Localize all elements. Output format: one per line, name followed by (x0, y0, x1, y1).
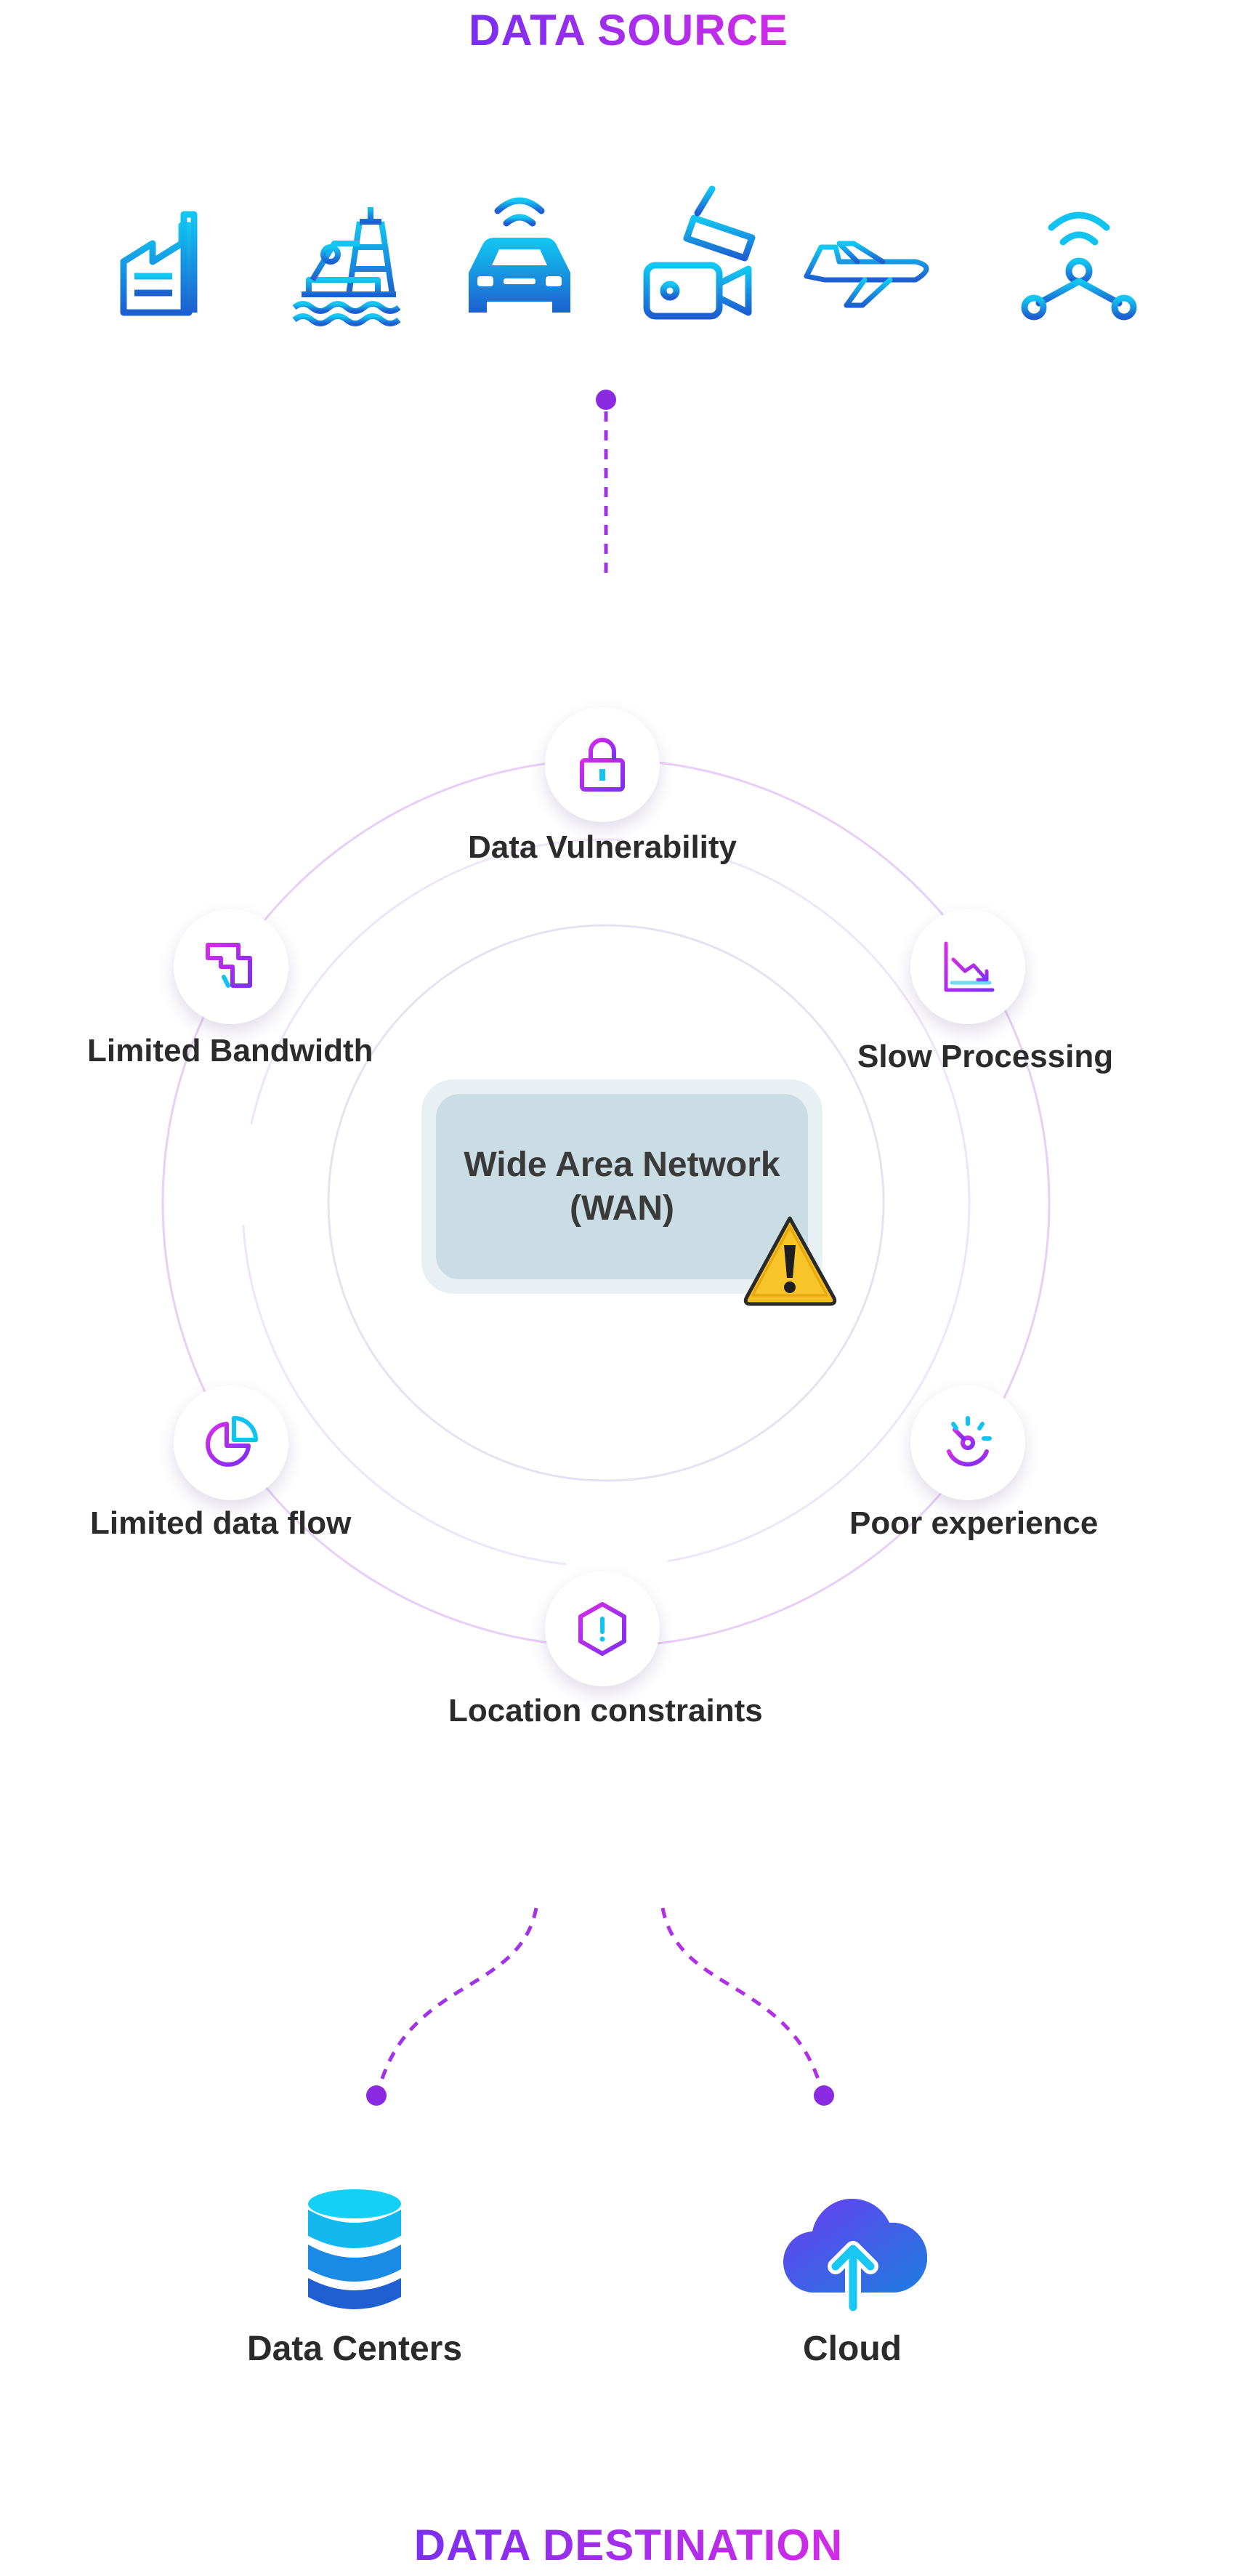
slow-processing-label: Slow Processing (857, 1039, 1114, 1074)
limited-bandwidth-label: Limited Bandwidth (87, 1033, 373, 1068)
lock-icon (580, 738, 625, 792)
wan-box: Wide Area Network (WAN) (421, 1079, 822, 1294)
factory-icon (91, 185, 236, 331)
source-connector-dot (596, 390, 616, 410)
bandwidth-icon (206, 943, 252, 988)
limited-bandwidth-node (174, 909, 288, 1024)
poor-experience-label: Poor experience (849, 1505, 1099, 1541)
chart-down-icon (944, 941, 995, 992)
cloud-connector-line (660, 1907, 825, 2094)
location-constraints-node (545, 1571, 660, 1686)
location-constraints-label: Location constraints (448, 1693, 763, 1728)
slow-processing-node (910, 909, 1025, 1024)
data-source-title: DATA SOURCE (469, 6, 788, 55)
hexagon-alert-icon (578, 1602, 626, 1656)
poor-experience-node (910, 1385, 1025, 1500)
oil-rig-icon (269, 185, 414, 331)
warning-icon (741, 1212, 839, 1311)
wan-title: Wide Area Network (464, 1145, 780, 1184)
middle-ring (241, 838, 971, 1568)
cloud-label: Cloud (803, 2330, 902, 2368)
limited-data-flow-label: Limited data flow (90, 1505, 352, 1541)
data-vulnerability-label: Data Vulnerability (468, 829, 737, 865)
wan-subtitle: (WAN) (570, 1188, 674, 1228)
cloud-upload-icon (779, 2191, 928, 2315)
connected-car-icon (447, 185, 592, 331)
pie-chart-icon (206, 1416, 258, 1467)
cloud-connector-dot (814, 2085, 834, 2106)
limited-data-flow-node (174, 1385, 288, 1500)
data-centers-connector-line (376, 1907, 538, 2094)
data-destination-title: DATA DESTINATION (413, 2521, 844, 2569)
data-centers-label: Data Centers (246, 2330, 463, 2368)
gauge-icon (947, 1416, 992, 1467)
data-centers-connector-dot (366, 2085, 387, 2106)
data-vulnerability-node (545, 707, 660, 822)
database-icon (304, 2188, 405, 2311)
security-camera-icon (625, 185, 770, 331)
wireless-network-icon (1006, 185, 1152, 331)
airplane-icon (796, 185, 941, 331)
inner-ring (327, 924, 885, 1482)
